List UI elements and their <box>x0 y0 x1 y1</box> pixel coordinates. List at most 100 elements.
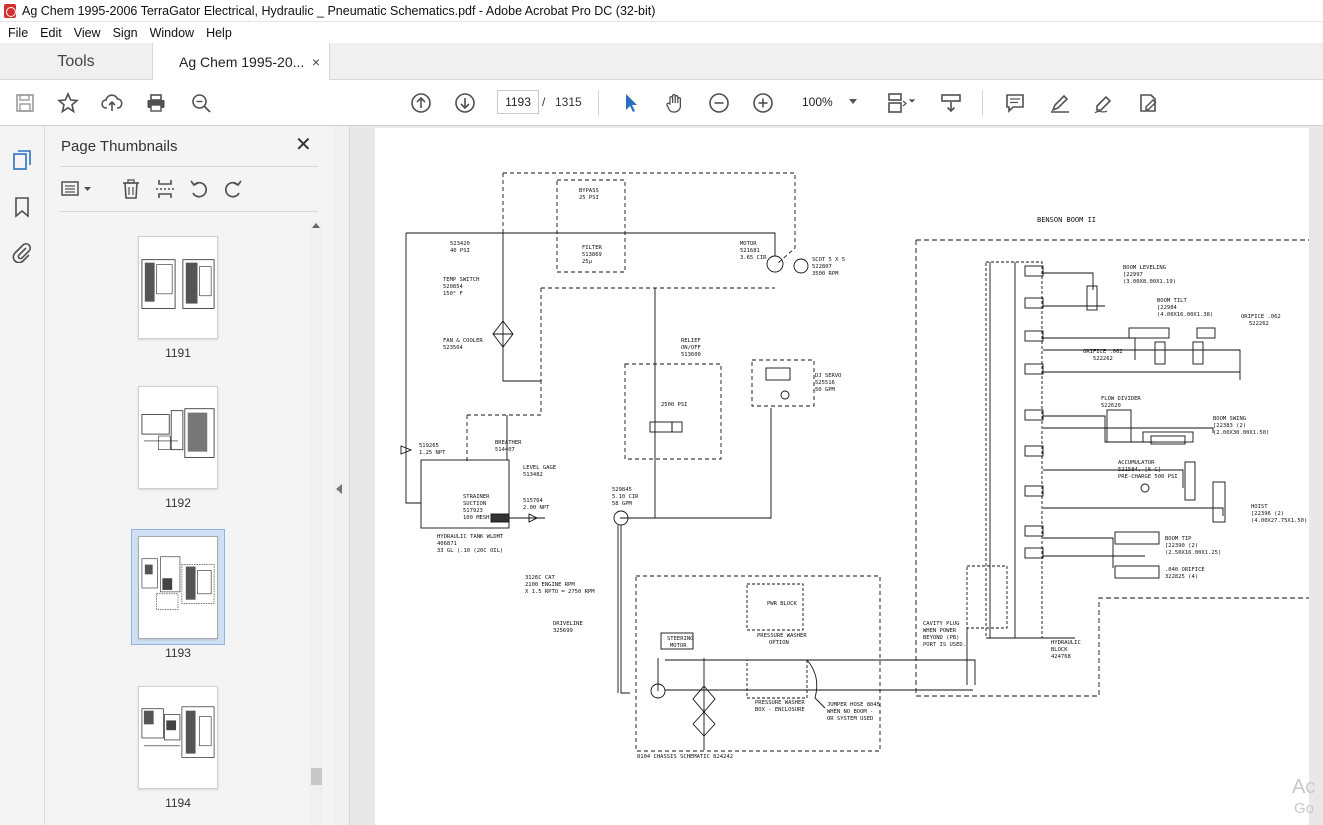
current-page-input[interactable] <box>497 90 539 114</box>
label-pwr-block: PWR BLOCK <box>767 601 797 607</box>
hand-tool-icon[interactable] <box>662 90 688 116</box>
menu-edit[interactable]: Edit <box>40 25 62 40</box>
label-scot-pn: 522807 <box>812 264 832 270</box>
label-hoist: HOIST <box>1251 504 1268 510</box>
upload-cloud-icon[interactable] <box>99 90 125 116</box>
page-thumbnails-icon[interactable] <box>9 147 35 173</box>
label-jumper3: OR SYSTEM USED <box>827 716 873 722</box>
zoom-select[interactable]: 100% <box>796 90 863 114</box>
zoom-in-icon[interactable] <box>750 90 776 116</box>
label-valve2-npt: 2.00 NPT <box>523 505 550 511</box>
bookmark-icon[interactable] <box>9 194 35 220</box>
label-acc-pn: 521584, [6 C] <box>1118 467 1161 473</box>
thumbnails-scrollbar[interactable] <box>309 221 323 825</box>
thumbnail-page[interactable] <box>138 386 218 489</box>
label-hyd-block2: BLOCK <box>1051 647 1068 653</box>
menu-sign[interactable]: Sign <box>112 25 138 40</box>
comment-icon[interactable] <box>1002 90 1028 116</box>
delete-page-icon[interactable] <box>119 177 143 201</box>
label-temp-pn: 520854 <box>443 284 464 290</box>
label-boom-swing-pn: [22383 (2) <box>1213 423 1246 429</box>
label-breather-pn: 514407 <box>495 447 515 453</box>
chevron-down-icon[interactable] <box>906 94 918 108</box>
previous-page-icon[interactable] <box>408 90 434 116</box>
hydraulic-schematic-drawing: BYPASS 25 PSI FILTER 513869 25μ 523420 4… <box>400 172 1309 760</box>
label-valve-npt: 1.25 NPT <box>419 450 446 456</box>
extract-page-icon[interactable] <box>153 177 177 201</box>
label-steering: STEERING <box>667 636 694 642</box>
label-motor2: MOTOR <box>670 643 687 649</box>
label-boom-leveling-pn: [22997 <box>1123 272 1143 278</box>
label-driveline: DRIVELINE <box>553 621 583 627</box>
label-boom-tilt: BOOM TILT <box>1157 298 1187 304</box>
label-tank-gal: 33 GL (.10 (20C OIL) <box>437 548 503 554</box>
save-icon[interactable] <box>12 90 38 116</box>
label-hyd-block-pn: 424768 <box>1051 654 1071 660</box>
label-orifice3-pn: 322825 (4) <box>1165 574 1198 580</box>
thumbnail-label: 1191 <box>165 346 191 360</box>
label-scot: SCOT 5 X 5 <box>812 257 845 263</box>
label-pump-cir: 5.10 CIR <box>612 494 639 500</box>
window-title: Ag Chem 1995-2006 TerraGator Electrical,… <box>22 3 656 18</box>
label-relief-pn: 513600 <box>681 352 701 358</box>
menu-help[interactable]: Help <box>206 25 232 40</box>
menu-window[interactable]: Window <box>149 25 195 40</box>
label-level-pn: 513482 <box>523 472 543 478</box>
thumbnail-page[interactable] <box>138 686 218 789</box>
menu-bar: File Edit View Sign Window Help <box>0 22 1323 43</box>
highlight-pen-icon[interactable] <box>1047 90 1073 116</box>
label-tank-pn: 406871 <box>437 541 457 547</box>
tab-document[interactable]: Ag Chem 1995-20... × <box>152 43 330 81</box>
label-flow-pn: 522620 <box>1101 403 1121 409</box>
label-hyd-block: HYDRAULIC <box>1051 640 1081 646</box>
thumbnail-page[interactable] <box>138 236 218 339</box>
label-boom-tilt-pn: [22984 <box>1157 305 1178 311</box>
label-motor-cir: 3.65 CIR <box>740 255 767 261</box>
divider <box>60 211 318 212</box>
chevron-down-icon <box>849 99 857 104</box>
label-valve-pn: 519265 <box>419 443 439 449</box>
rotate-left-icon[interactable] <box>187 177 211 201</box>
collapse-arrow-icon[interactable] <box>336 484 342 494</box>
scrollbar-thumb[interactable] <box>311 768 322 785</box>
zoom-value: 100% <box>802 95 833 109</box>
close-icon[interactable]: ✕ <box>295 134 312 156</box>
page-display-icon[interactable] <box>884 90 910 116</box>
tab-close-icon[interactable]: × <box>311 54 321 70</box>
label-boom-tip-dim: (2.50X16.00X1.25) <box>1165 550 1221 556</box>
menu-view[interactable]: View <box>73 25 101 40</box>
acrobat-app-icon <box>4 3 16 18</box>
print-icon[interactable] <box>143 90 169 116</box>
tab-bar: Tools Ag Chem 1995-20... × <box>0 43 1323 81</box>
edit-pdf-icon[interactable] <box>1135 90 1161 116</box>
label-fan-pn: 523564 <box>443 345 464 351</box>
menu-file[interactable]: File <box>8 25 29 40</box>
options-menu-icon[interactable] <box>59 177 95 201</box>
tab-tools[interactable]: Tools <box>57 52 95 70</box>
toolbar-separator <box>598 90 599 116</box>
zoom-search-icon[interactable] <box>188 90 214 116</box>
label-boom-tilt-dim: (4.00X16.00X1.38) <box>1157 312 1213 318</box>
fill-sign-icon[interactable] <box>1091 90 1117 116</box>
label-relief: RELIEF <box>681 338 701 344</box>
rotate-right-icon[interactable] <box>221 177 245 201</box>
next-page-icon[interactable] <box>452 90 478 116</box>
scroll-mode-icon[interactable] <box>938 90 964 116</box>
attachment-icon[interactable] <box>9 239 35 265</box>
label-boom-swing: BOOM SWING <box>1213 416 1246 422</box>
thumbnail-page-selected[interactable] <box>138 536 218 639</box>
label-chassis: 8104 CHASSIS SCHEMATIC 824242 <box>637 754 733 760</box>
label-benson-boom: BENSON BOOM II <box>1037 216 1096 224</box>
label-option: OPTION <box>769 640 789 646</box>
label-strainer-mesh: 100 MESH <box>463 515 490 521</box>
star-icon[interactable] <box>55 90 81 116</box>
label-strainer-pn: 517923 <box>463 508 483 514</box>
scroll-up-icon[interactable] <box>312 223 320 228</box>
label-boom-tip: BOOM TIP <box>1165 536 1192 542</box>
label-tank: HYDRAULIC TANK WLDMT <box>437 534 504 540</box>
panel-collapse-strip[interactable] <box>334 126 350 825</box>
label-dj-pn: 525516 <box>815 380 835 386</box>
select-cursor-icon[interactable] <box>618 90 644 116</box>
label-accumulator: ACCUMULATOR <box>1118 460 1155 466</box>
zoom-out-icon[interactable] <box>706 90 732 116</box>
